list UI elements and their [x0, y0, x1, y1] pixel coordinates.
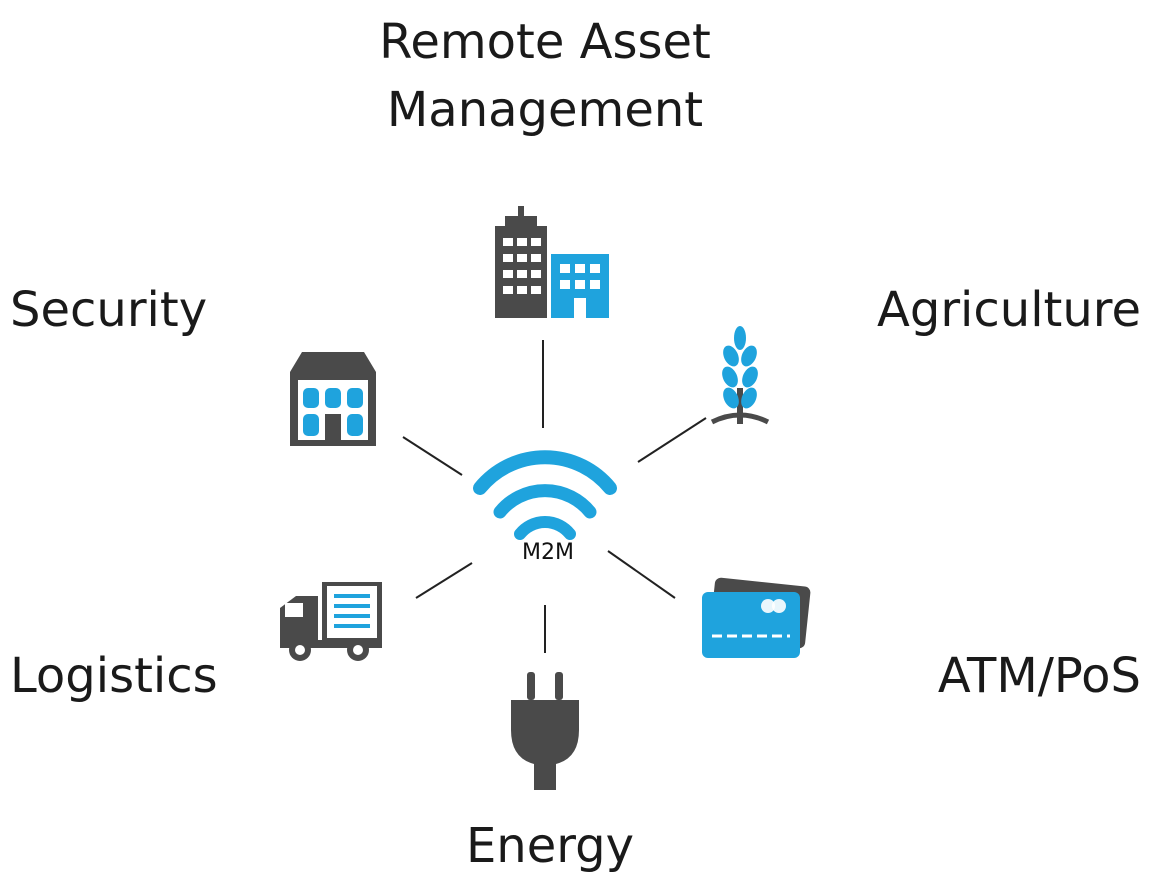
wheat-icon	[710, 326, 770, 425]
connector-security	[402, 436, 463, 476]
label-remote-asset-management: Remote Asset Management	[0, 8, 1090, 144]
label-agriculture: Agriculture	[877, 282, 1141, 338]
connector-logistics	[415, 562, 473, 599]
wifi-icon	[473, 450, 617, 540]
house-building-icon	[290, 352, 376, 446]
office-buildings-icon	[495, 206, 609, 318]
connector-agriculture	[637, 417, 707, 463]
connector-atm-pos	[607, 550, 676, 599]
label-remote-asset-line1: Remote Asset	[379, 14, 711, 70]
connectors	[402, 340, 707, 653]
label-logistics: Logistics	[10, 648, 218, 704]
delivery-truck-icon	[280, 582, 382, 661]
label-security: Security	[10, 282, 208, 338]
hub-label: M2M	[522, 540, 574, 565]
label-remote-asset-line2: Management	[386, 82, 704, 138]
power-plug-icon	[511, 672, 579, 790]
credit-card-icon	[702, 577, 811, 658]
label-energy: Energy	[465, 818, 635, 874]
label-atm-pos: ATM/PoS	[937, 648, 1141, 704]
